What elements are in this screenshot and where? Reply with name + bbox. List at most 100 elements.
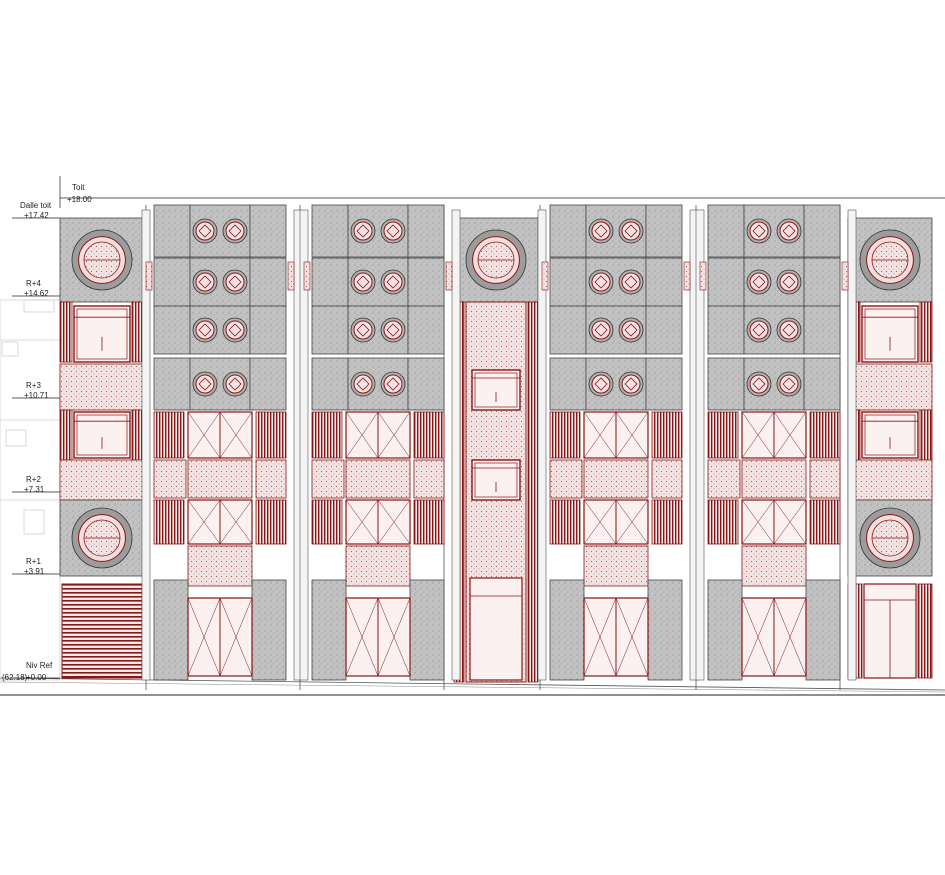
perforated-panel [311,459,345,499]
pod-bay [695,204,857,681]
level-name: R+4 [26,279,41,288]
pod-side-block [645,305,683,355]
casement-window [345,499,411,545]
shutter-panel [549,499,581,545]
pod-side-block [407,257,445,307]
pod-porthole [222,371,248,397]
pod-porthole [350,218,376,244]
level-toit: Toit +18.00 [59,176,945,208]
shutter-panel [413,411,445,459]
side-slot [541,261,549,291]
shutter-panel [651,499,683,545]
pod-side-block [803,305,841,355]
pod-porthole [746,317,772,343]
casement-window [583,411,649,459]
facade-bays [59,204,933,690]
porthole-window [465,229,527,291]
side-slot [303,261,311,291]
pod-side-block [311,204,349,258]
perforated-panel [583,459,649,499]
ground-door [345,597,411,677]
perforated-panel [847,459,933,501]
shutter-panel [255,411,287,459]
ground-door [583,597,649,677]
pod-side-block [549,204,587,258]
level-value: +7.31 [24,485,45,494]
level-r4: R+4+14.62 [12,279,60,298]
entrance-door [469,577,523,681]
sliding-window [861,305,919,363]
shutter-panel [311,499,343,545]
garage-door [61,583,143,679]
shutter-panel [549,411,581,459]
pod-porthole [222,317,248,343]
casement-window [741,411,807,459]
pod-side-block [311,257,349,307]
level-value: +17.42 [24,211,49,220]
pod-porthole [222,269,248,295]
ground-stone [707,579,743,681]
pod-porthole [192,269,218,295]
pod-porthole [588,317,614,343]
level-value: +3.91 [24,567,45,576]
level-sub-value: (62.18) [2,673,28,682]
center-bay [453,217,539,683]
level-name: R+1 [26,557,41,566]
pod-porthole [776,269,802,295]
perforated-panel [651,459,683,499]
pod-porthole [350,371,376,397]
pod-side-block [311,357,349,411]
pod-porthole [746,371,772,397]
perforated-panel [741,459,807,499]
pod-side-block [549,357,587,411]
level-value: +18.00 [67,195,92,204]
pod-side-block [249,257,287,307]
ground-stone [805,579,841,681]
shutter-panel [917,583,933,679]
pod-porthole [746,269,772,295]
perforated-panel [809,459,841,499]
pod-side-block [153,257,191,307]
level-r2: R+2+7.31 [12,475,60,494]
level-name: Toit [72,183,85,192]
casement-window [187,499,253,545]
pod-porthole [380,218,406,244]
perforated-panel [345,545,411,587]
perforated-panel [345,459,411,499]
entrance-door [863,583,917,679]
pod-side-block [803,357,841,411]
pod-porthole [588,371,614,397]
level-name: Niv Ref [26,661,53,670]
shutter-panel [707,411,739,459]
side-slot [145,261,153,291]
side-slot [699,261,707,291]
level-value: +10.71 [24,391,49,400]
perforated-panel [847,363,933,411]
perforated-panel [187,545,253,587]
end-bay-left [59,217,145,679]
pod-porthole [222,218,248,244]
pod-side-block [707,305,745,355]
level-name: Dalle toit [20,201,52,210]
ground-door [187,597,253,677]
shutter-panel [59,409,73,461]
perforated-panel [255,459,287,499]
pod-bay [299,204,461,681]
pod-side-block [407,204,445,258]
porthole-window [71,229,133,291]
pod-side-block [645,357,683,411]
sliding-window [73,411,131,459]
pod-bay [141,204,303,681]
casement-window [187,411,253,459]
pod-porthole [192,371,218,397]
side-slot [683,261,691,291]
pod-side-block [407,305,445,355]
perforated-panel [413,459,445,499]
ground-stone [251,579,287,681]
pod-porthole [192,317,218,343]
pod-side-block [153,305,191,355]
shutter-panel [919,409,933,461]
level-r3: R+3+10.71 [12,381,60,400]
shutter-panel [707,499,739,545]
